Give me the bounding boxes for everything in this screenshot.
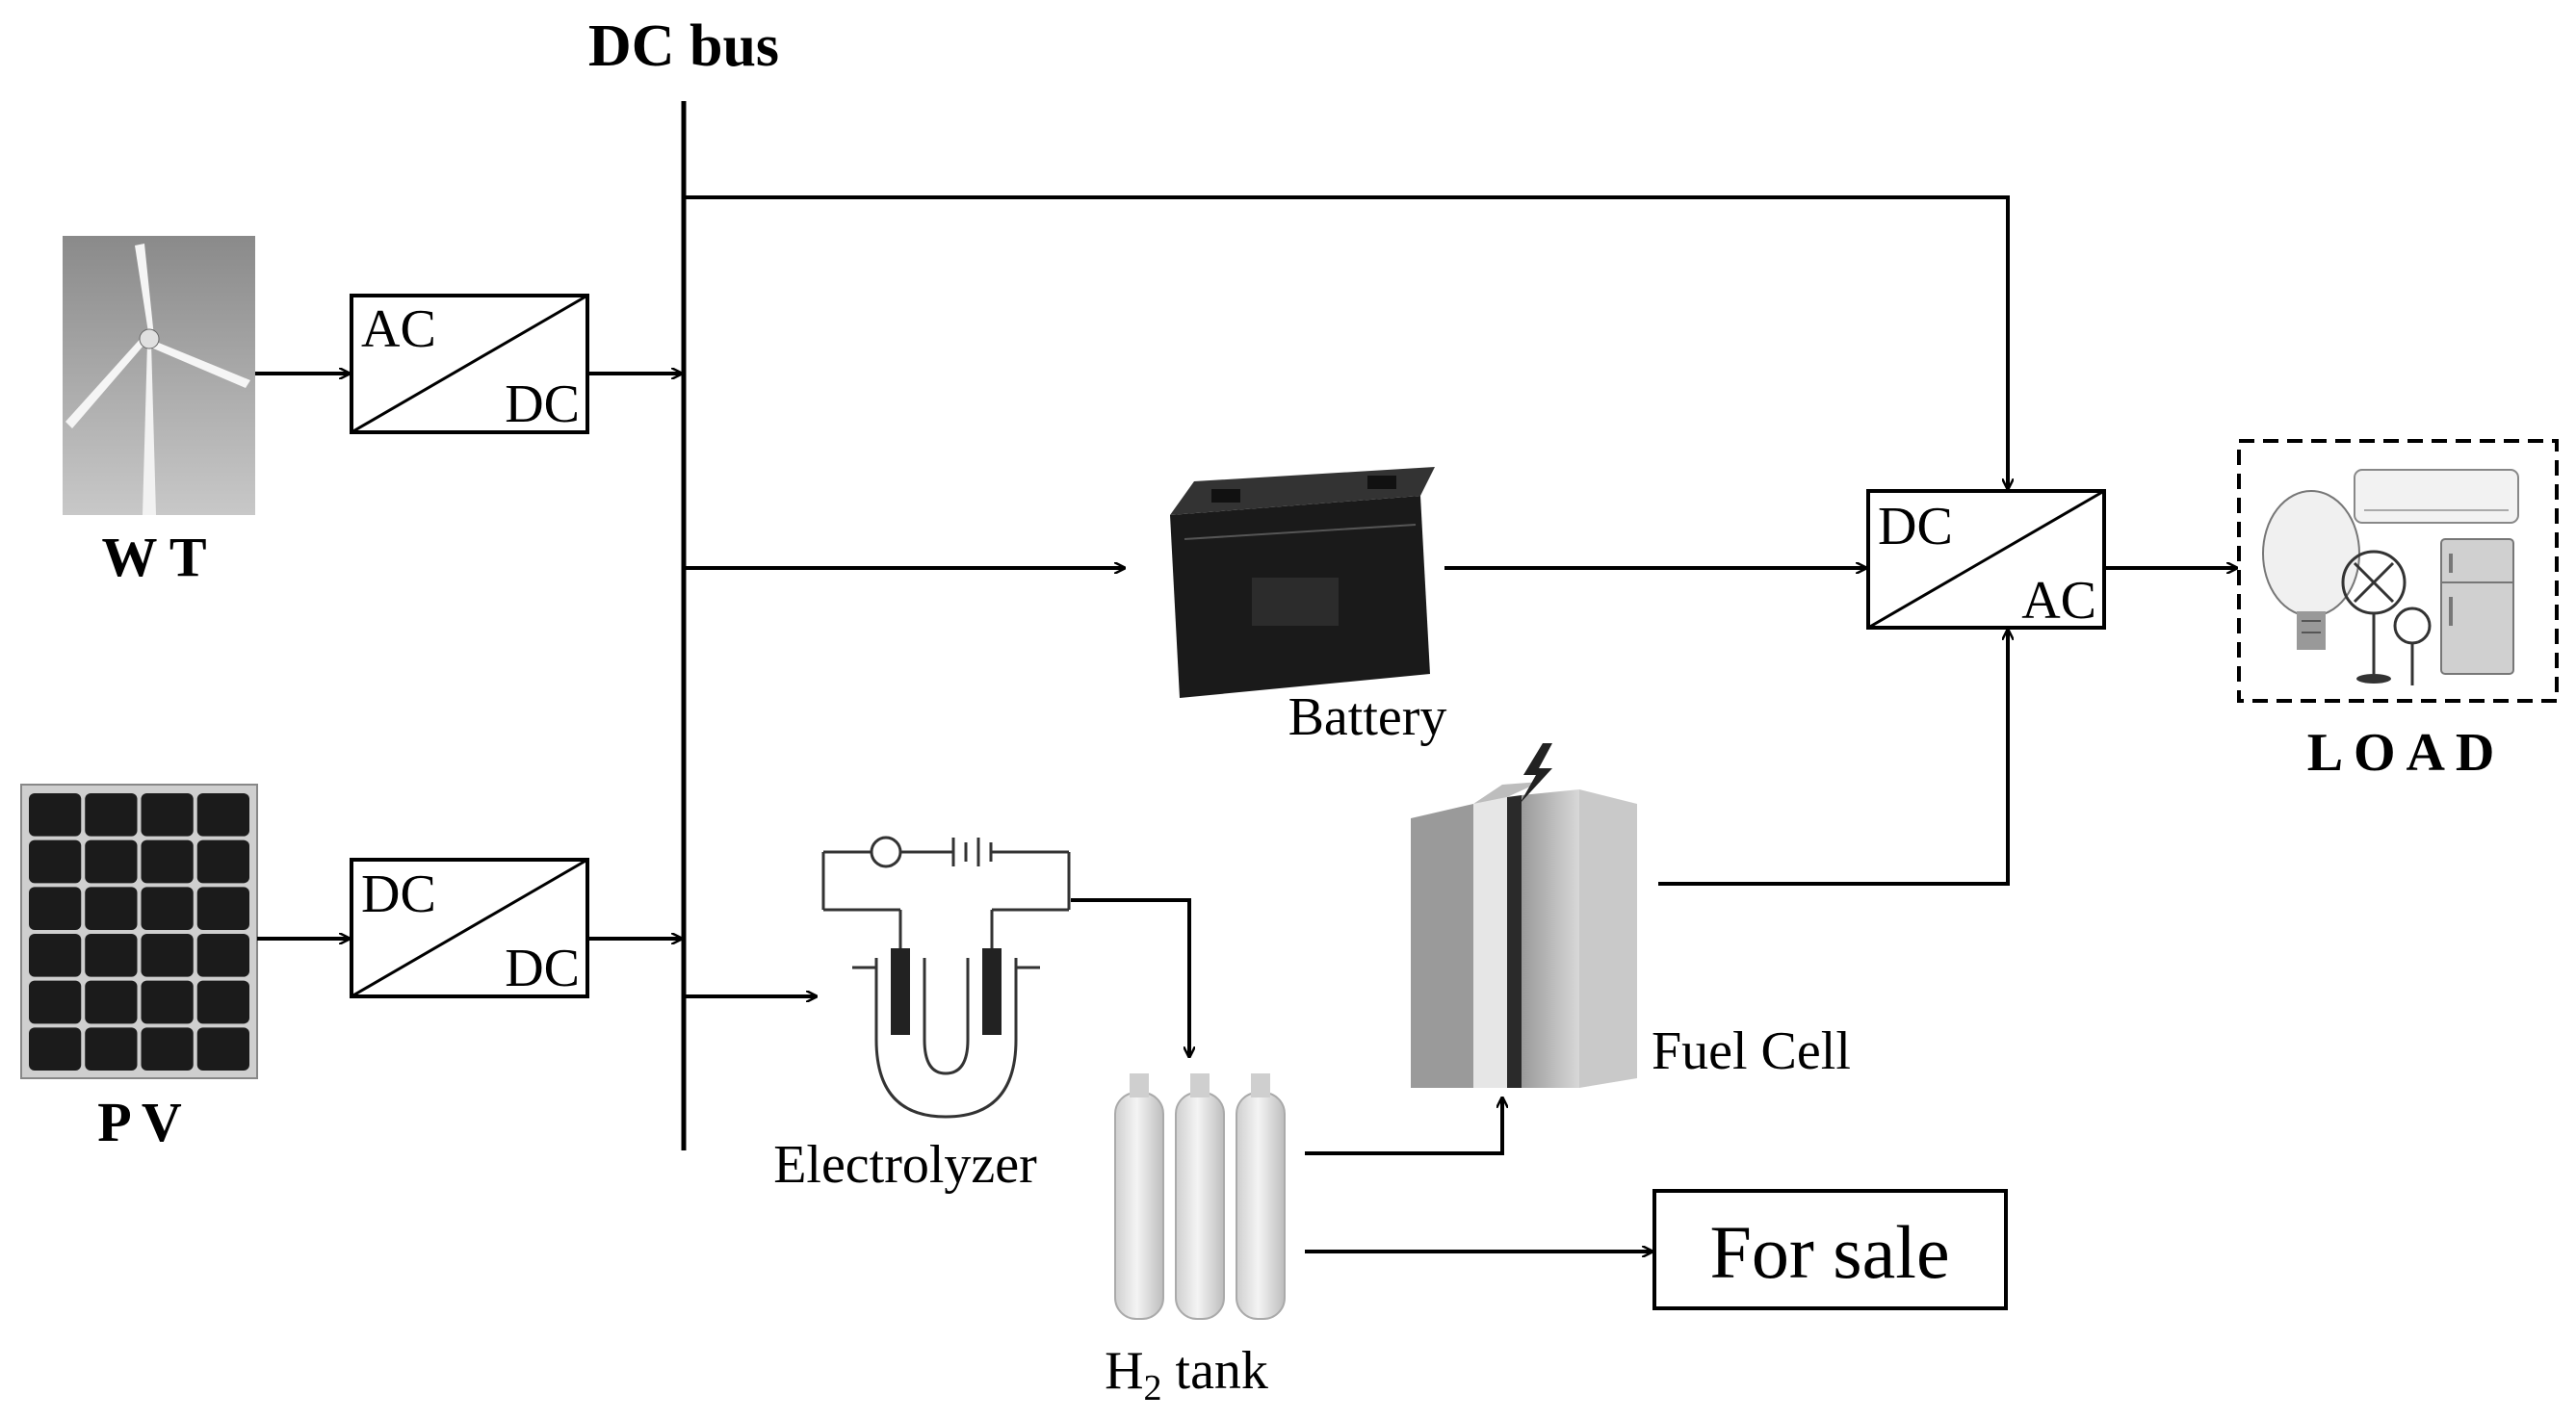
dc-ac-inverter-bottom-label: AC <box>2021 571 2096 631</box>
gas-cylinder-icon <box>1114 1073 1286 1320</box>
electrolyzer: Electrolyzer <box>773 836 1071 1195</box>
pv-cell <box>29 887 82 930</box>
wt-label: W T <box>101 526 206 588</box>
for-sale-label: For sale <box>1709 1210 1949 1294</box>
battery: Battery <box>1170 467 1446 747</box>
dc-dc-converter-top-label: DC <box>361 865 436 924</box>
for-sale-box <box>1652 1189 2008 1310</box>
pv-cell <box>141 793 194 837</box>
dc-ac-inverter-diagonal <box>1867 489 2105 630</box>
electrolyzer-icon <box>821 836 1071 1119</box>
h2-tank: H2 tank <box>1105 1073 1286 1408</box>
pv-cell <box>141 839 194 884</box>
pv-cell <box>29 839 82 884</box>
dc-dc-converter-diagonal <box>351 858 588 998</box>
pv-cell <box>196 934 249 977</box>
pv-cell <box>85 980 138 1024</box>
pv-cell <box>29 934 82 977</box>
load: L O A D <box>2237 439 2559 783</box>
pv-cell <box>29 1027 82 1071</box>
fuel-cell-to-inverter-arrow <box>1658 630 2008 886</box>
fan-icon <box>2341 550 2432 685</box>
battery-label: Battery <box>1288 687 1447 747</box>
dc-bus: DC bus <box>588 13 779 1150</box>
pv-cell <box>196 980 249 1024</box>
lightning-icon <box>1520 743 1552 804</box>
ac-dc-converter-bottom-label: DC <box>505 374 580 434</box>
electrolyzer-to-tank-arrow <box>1071 898 1189 1057</box>
dc-dc-converter: DC DC <box>350 858 589 998</box>
tank-to-fuel-cell-arrow <box>1305 1097 1502 1155</box>
pv-cell <box>141 1027 194 1071</box>
pv-cell <box>196 1027 249 1071</box>
fuel-cell-label: Fuel Cell <box>1652 1021 1851 1081</box>
light-bulb-icon <box>2262 490 2360 650</box>
bus-to-inverter-arrow <box>684 195 2008 489</box>
pv-cell <box>141 934 194 977</box>
dc-ac-inverter-top-label: DC <box>1878 497 1953 556</box>
pv-cell <box>85 793 138 837</box>
battery-icon <box>1170 467 1435 698</box>
dc-ac-inverter: DC AC <box>1866 489 2106 631</box>
pv-cell <box>196 839 249 884</box>
pv-cell <box>29 980 82 1024</box>
h2-tank-label: H2 tank <box>1105 1341 1268 1408</box>
pv-cell <box>196 887 249 930</box>
load-label: L O A D <box>2307 723 2495 783</box>
dc-bus-label: DC bus <box>588 13 779 79</box>
pv-cell <box>141 887 194 930</box>
air-conditioner-icon <box>2354 469 2519 524</box>
pv-panel: P V <box>20 784 258 1153</box>
electrolyzer-electrode-left <box>891 948 910 1035</box>
ac-dc-converter-diagonal <box>351 294 588 434</box>
pv-cell <box>85 934 138 977</box>
dc-dc-converter-bottom-label: DC <box>505 939 580 998</box>
pv-panel-cells <box>29 793 249 1071</box>
ac-dc-converter: AC DC <box>350 294 589 434</box>
for-sale: For sale <box>1652 1189 2008 1310</box>
pv-cell <box>29 793 82 837</box>
fuel-cell-icon <box>1411 782 1637 1088</box>
pv-label: P V <box>97 1091 182 1153</box>
electrolyzer-label: Electrolyzer <box>773 1135 1037 1195</box>
connections <box>255 195 2237 1252</box>
pv-cell <box>196 793 249 837</box>
electrolyzer-electrode-right <box>982 948 1002 1035</box>
pv-cell <box>85 1027 138 1071</box>
refrigerator-icon <box>2440 538 2514 675</box>
ac-dc-converter-top-label: AC <box>361 299 436 359</box>
pv-cell <box>85 887 138 930</box>
wind-turbine: W T <box>63 236 255 588</box>
pv-cell <box>141 980 194 1024</box>
wind-turbine-icon <box>65 244 250 515</box>
fuel-cell: Fuel Cell <box>1411 743 1851 1088</box>
pv-cell <box>85 839 138 884</box>
